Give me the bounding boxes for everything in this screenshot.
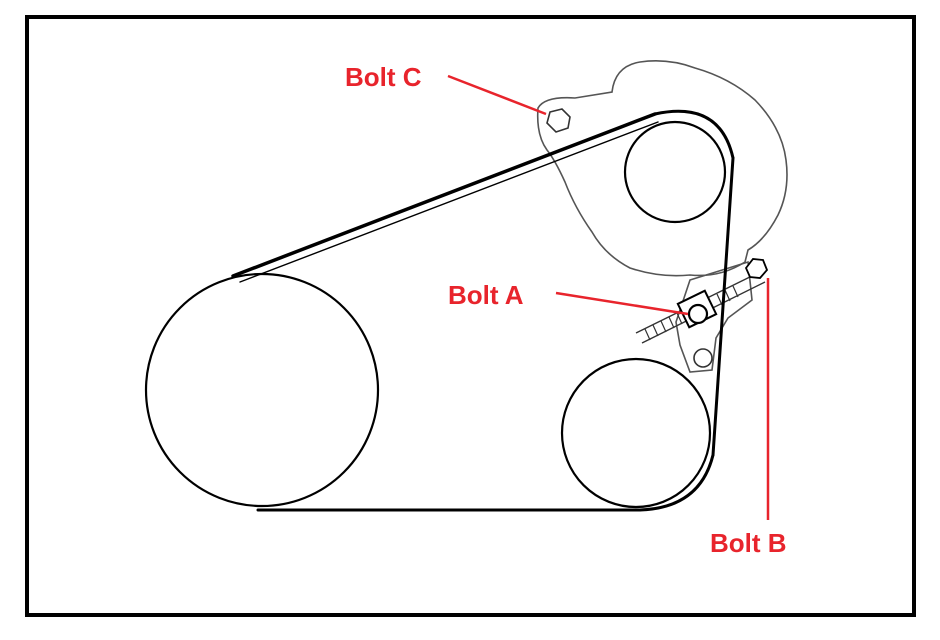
bolt-a-leader	[555, 291, 689, 316]
bolt-c-hex	[546, 108, 571, 133]
alternator-pulley	[623, 120, 727, 224]
drive-belt	[231, 109, 735, 512]
diagram-frame	[25, 15, 916, 617]
compressor-pulley	[560, 357, 712, 509]
alternator-bracket-outline	[536, 60, 788, 277]
crankshaft-pulley	[144, 272, 380, 508]
bolt-c-label: Bolt C	[345, 62, 422, 92]
bolt-b-label: Bolt B	[710, 528, 787, 558]
bracket-hole	[693, 348, 713, 368]
bolt-a-label: Bolt A	[448, 280, 524, 310]
adjusting-bracket	[675, 260, 753, 373]
bolt-b-hex	[744, 258, 769, 279]
bolt-a-head	[687, 303, 709, 325]
bolt-c-leader	[447, 74, 547, 116]
